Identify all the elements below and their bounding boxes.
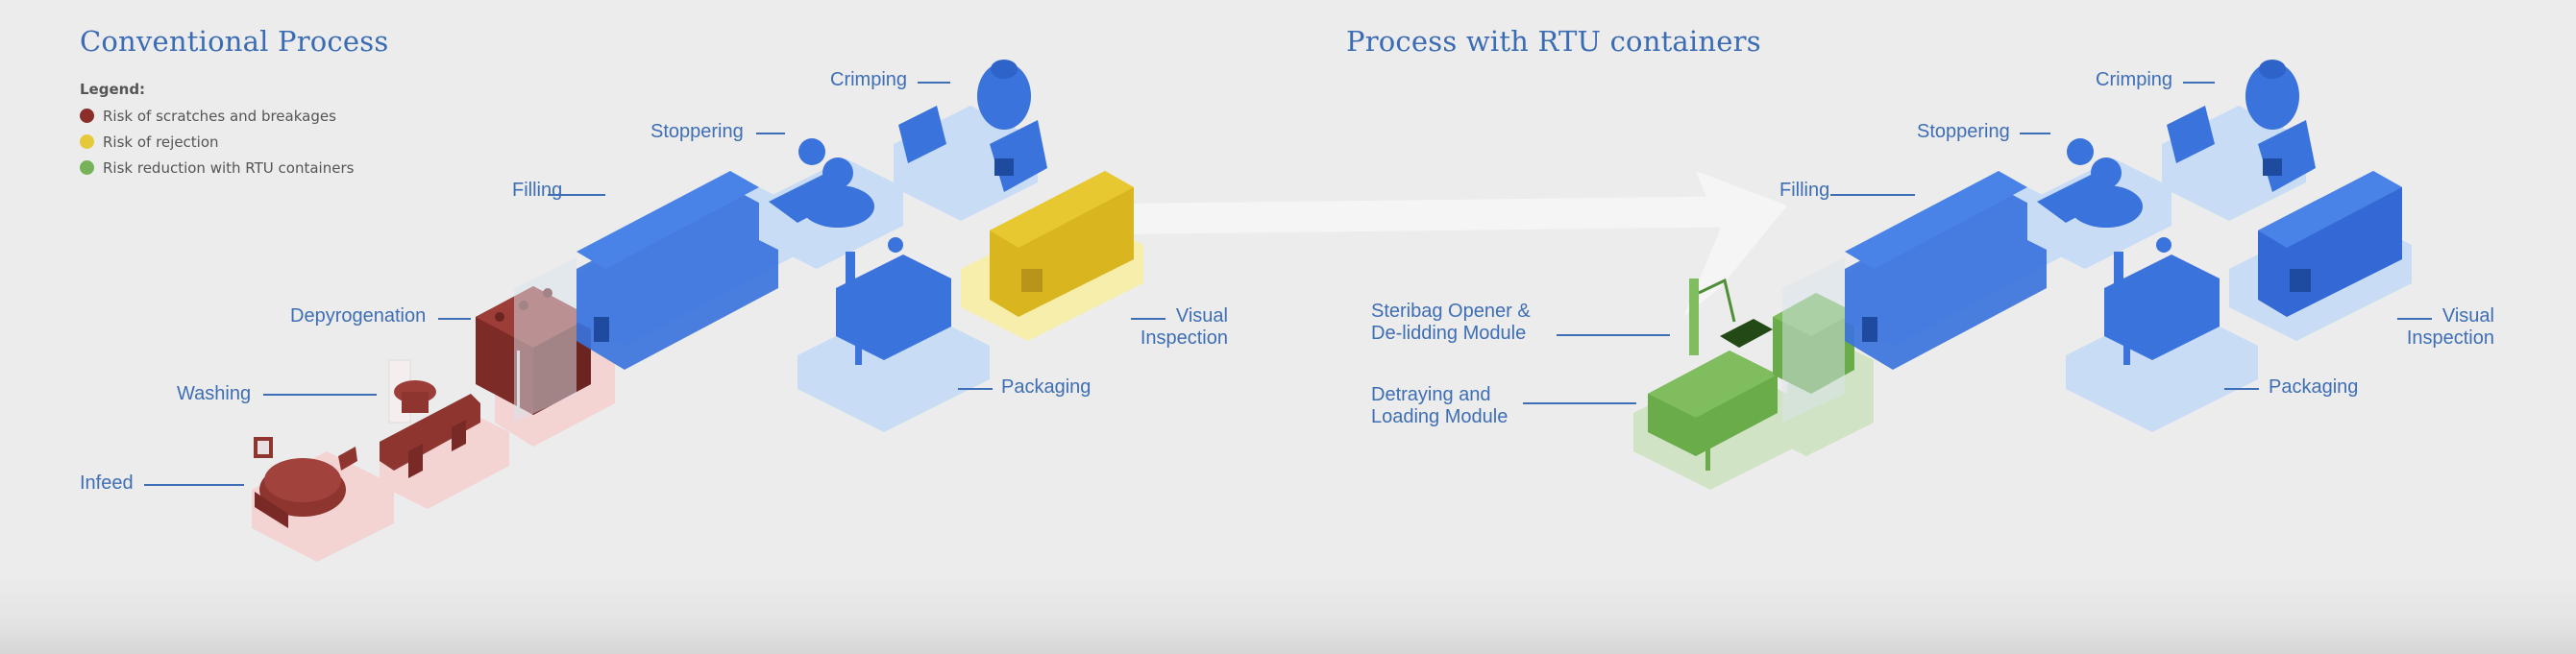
rtu-stoppering-machine bbox=[2027, 138, 2171, 269]
leader-line bbox=[263, 394, 377, 396]
leader-line bbox=[144, 484, 244, 486]
label-stoppering: Stoppering bbox=[650, 121, 744, 142]
conventional-process-title: Conventional Process bbox=[80, 25, 389, 58]
rtu-packaging-machine bbox=[2066, 237, 2258, 432]
leader-line bbox=[756, 133, 785, 134]
rtu-process-title: Process with RTU containers bbox=[1346, 25, 1761, 58]
label-line: Steribag Opener & bbox=[1371, 301, 1531, 322]
label-steribag-opener: Steribag Opener & De-lidding Module bbox=[1371, 301, 1531, 345]
yellow-dot-icon bbox=[80, 134, 94, 149]
crimping-machine bbox=[894, 60, 1047, 221]
transition-arrow-icon bbox=[1124, 171, 1787, 317]
legend-item-label: Risk of scratches and breakages bbox=[103, 107, 336, 125]
leader-line bbox=[1523, 402, 1636, 404]
legend-item-label: Risk reduction with RTU containers bbox=[103, 158, 355, 177]
label-washing: Washing bbox=[177, 383, 252, 404]
legend-item-scratches: Risk of scratches and breakages bbox=[80, 103, 354, 129]
infeed-machine bbox=[252, 437, 394, 562]
label-packaging: Packaging bbox=[1001, 376, 1092, 398]
legend-item-label: Risk of rejection bbox=[103, 133, 219, 151]
leader-line bbox=[1131, 318, 1165, 320]
label-rtu-stoppering: Stoppering bbox=[1917, 121, 2010, 142]
leader-line bbox=[2020, 133, 2050, 134]
leader-line bbox=[2224, 388, 2259, 390]
legend-item-rejection: Risk of rejection bbox=[80, 129, 354, 155]
label-detraying-loading: Detraying and Loading Module bbox=[1371, 384, 1508, 428]
packaging-machine bbox=[797, 237, 990, 432]
rtu-crimping-machine bbox=[2162, 60, 2316, 221]
label-infeed: Infeed bbox=[80, 472, 134, 494]
label-rtu-packaging: Packaging bbox=[2269, 376, 2359, 398]
label-line: De-lidding Module bbox=[1371, 323, 1527, 344]
detraying-loading-module bbox=[1633, 278, 1806, 490]
leader-line bbox=[1557, 334, 1670, 336]
washing-machine bbox=[380, 359, 509, 509]
rtu-visual-inspection-machine bbox=[2229, 171, 2412, 341]
leader-line bbox=[1830, 194, 1915, 196]
legend: Legend: Risk of scratches and breakages … bbox=[80, 81, 354, 181]
label-line: Visual bbox=[2441, 305, 2494, 327]
leader-line bbox=[2397, 318, 2432, 320]
label-rtu-visual-inspection: Visual Inspection bbox=[2400, 305, 2494, 350]
label-line: Inspection bbox=[2406, 327, 2494, 349]
label-crimping: Crimping bbox=[830, 69, 908, 90]
visual-inspection-machine-risk bbox=[961, 171, 1143, 341]
green-dot-icon bbox=[80, 160, 94, 175]
label-rtu-crimping: Crimping bbox=[2096, 69, 2173, 90]
label-line: Visual bbox=[1175, 305, 1228, 327]
leader-line bbox=[958, 388, 993, 390]
leader-line bbox=[918, 82, 950, 84]
leader-line bbox=[548, 194, 605, 196]
red-dot-icon bbox=[80, 109, 94, 123]
label-rtu-filling: Filling bbox=[1779, 180, 1830, 201]
legend-item-rtu-reduction: Risk reduction with RTU containers bbox=[80, 155, 354, 181]
label-line: Loading Module bbox=[1371, 406, 1509, 427]
label-filling: Filling bbox=[512, 180, 563, 201]
stoppering-machine bbox=[759, 138, 903, 269]
label-line: Detraying and bbox=[1371, 384, 1491, 405]
label-depyrogenation: Depyrogenation bbox=[290, 305, 427, 327]
label-line: Inspection bbox=[1140, 327, 1228, 349]
leader-line bbox=[438, 318, 471, 320]
filling-machine bbox=[514, 171, 797, 423]
label-visual-inspection: Visual Inspection bbox=[1134, 305, 1228, 350]
leader-line bbox=[2183, 82, 2215, 84]
rtu-filling-machine bbox=[1782, 171, 2066, 423]
legend-title: Legend: bbox=[80, 81, 146, 98]
